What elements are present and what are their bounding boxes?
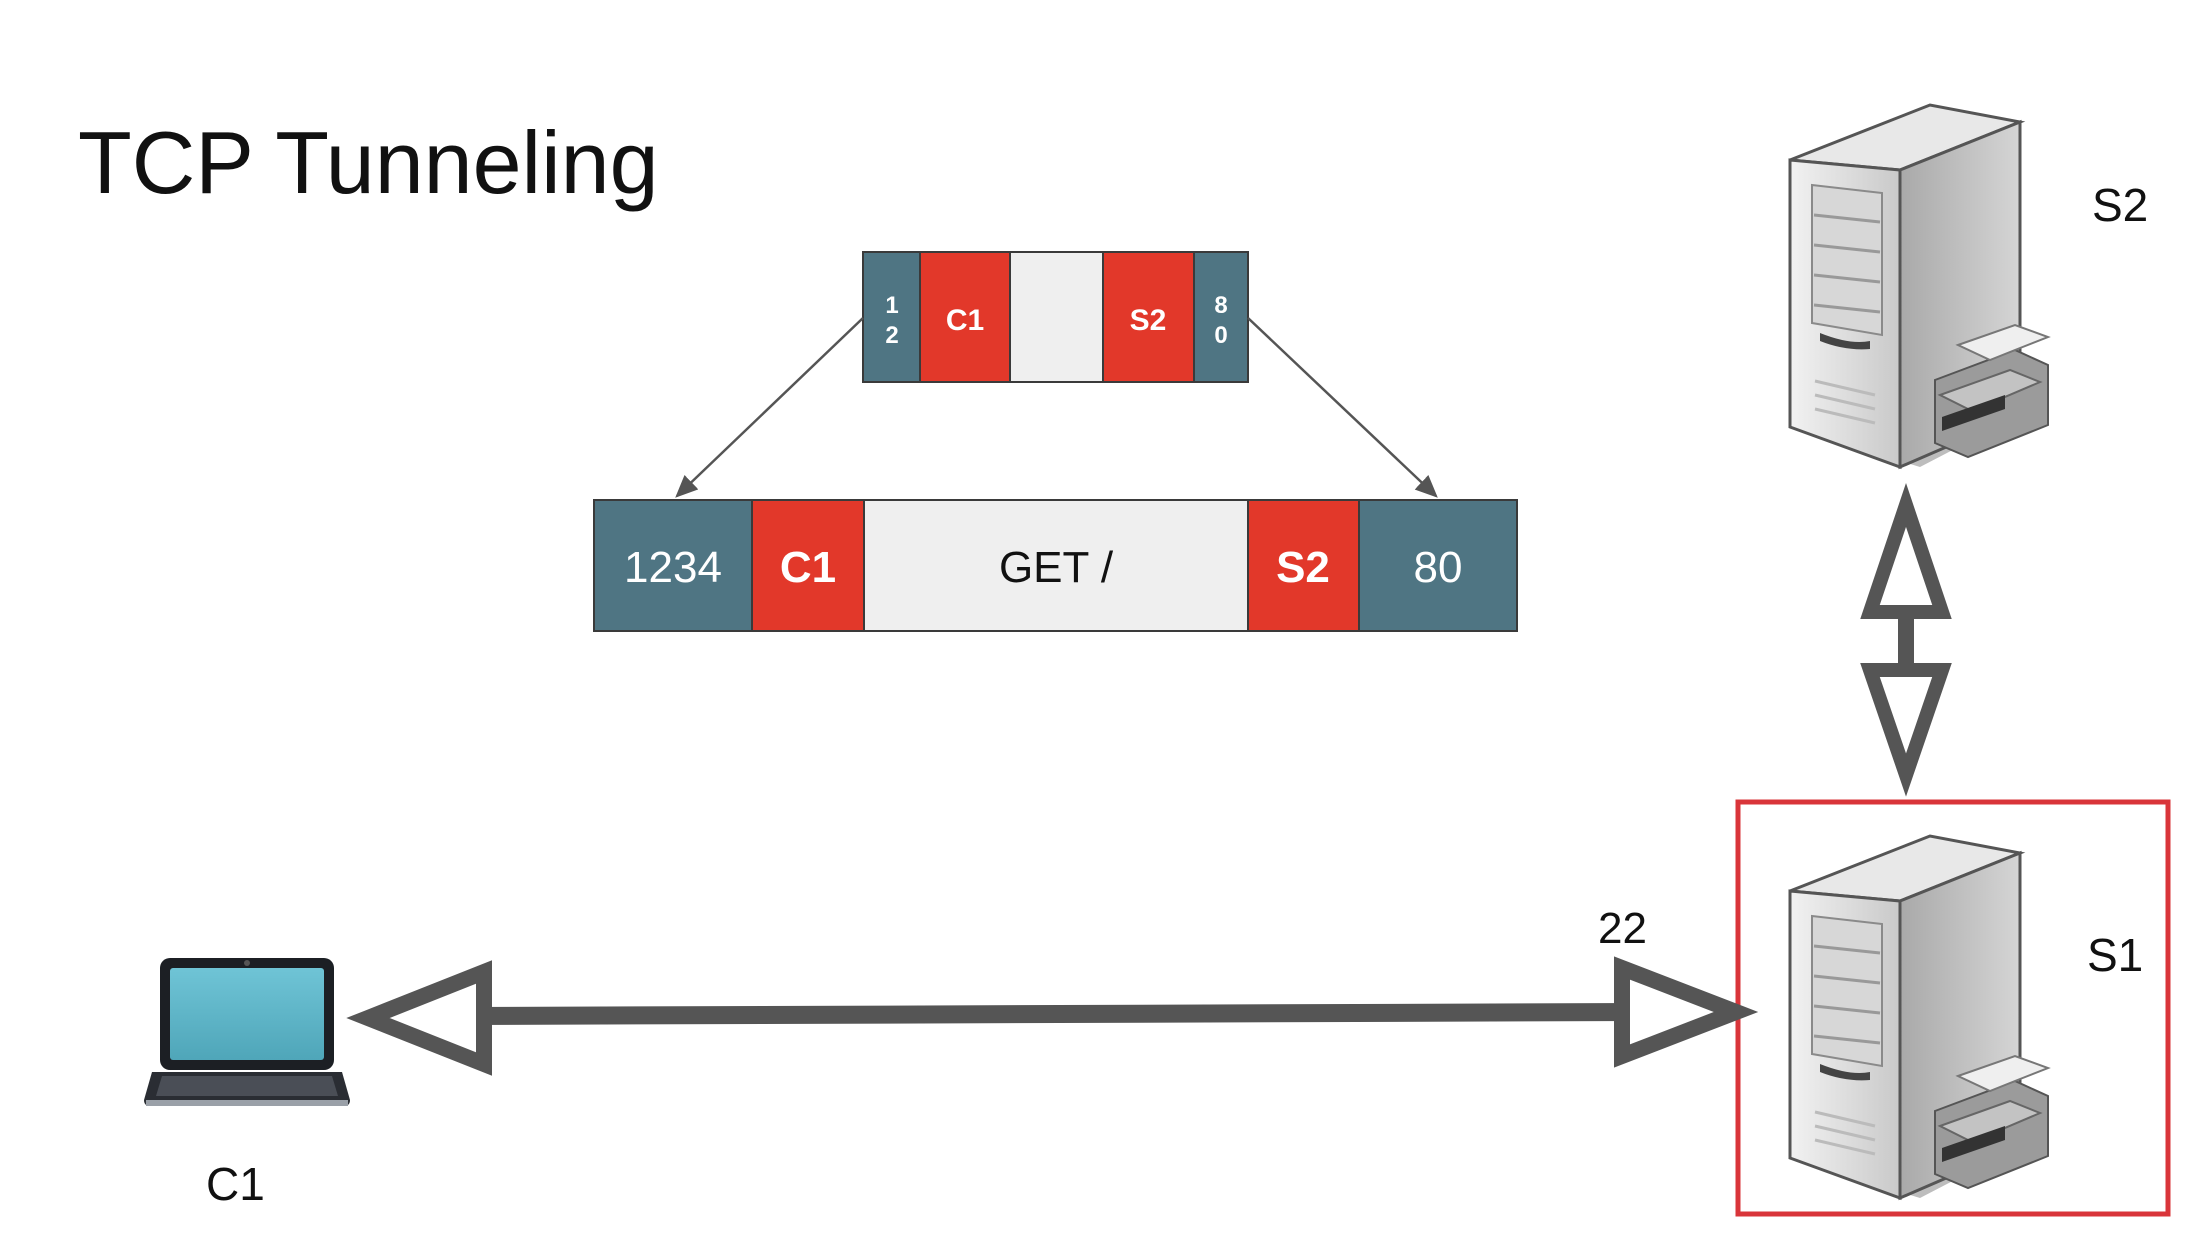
outer-src-port-label: 1234 xyxy=(624,543,722,592)
ssh-port-label: 22 xyxy=(1598,904,1647,953)
server-s1-icon xyxy=(1788,834,2051,1201)
inner-packet: 1 2 C1 S2 8 0 xyxy=(862,251,1249,383)
inner-dst-addr-cell xyxy=(1102,251,1195,383)
web-server-label: S2 xyxy=(2092,179,2149,231)
inner-src-port-digit-2: 2 xyxy=(885,322,898,349)
inner-dst-port-digit-2: 0 xyxy=(1214,322,1227,349)
inner-dst-port-digit-1: 8 xyxy=(1214,292,1227,319)
s1-s2-connection-arrow xyxy=(1860,483,1952,797)
ssh-server-label: S1 xyxy=(2087,929,2144,981)
outer-src-addr-cell xyxy=(751,499,865,632)
inner-dst-addr-label: S2 xyxy=(1130,304,1167,337)
outer-dst-port-cell xyxy=(1358,499,1518,632)
outer-payload-cell xyxy=(863,499,1249,632)
outer-src-port-cell xyxy=(593,499,753,632)
outer-payload-label: GET / xyxy=(999,543,1114,592)
inner-src-port-cell xyxy=(862,251,921,383)
inner-src-addr-label: C1 xyxy=(946,304,984,337)
inner-dst-port-cell xyxy=(1193,251,1249,383)
c1-s1-connection-arrow xyxy=(346,956,1759,1076)
server-s2-icon xyxy=(1788,103,2051,470)
inner-src-addr-cell xyxy=(919,251,1011,383)
page-title: TCP Tunneling xyxy=(78,113,659,212)
expand-arrow-left xyxy=(675,317,864,498)
outer-dst-addr-cell xyxy=(1247,499,1360,632)
outer-dst-addr-label: S2 xyxy=(1276,543,1330,592)
outer-dst-port-label: 80 xyxy=(1414,543,1463,592)
client-label: C1 xyxy=(206,1158,265,1210)
outer-src-addr-label: C1 xyxy=(780,543,836,592)
inner-payload-cell xyxy=(1009,251,1104,383)
outer-packet: 1234 C1 GET / S2 80 xyxy=(593,499,1518,632)
laptop-icon xyxy=(144,958,350,1106)
expand-arrow-right xyxy=(1247,317,1438,498)
inner-src-port-digit-1: 1 xyxy=(885,292,898,319)
